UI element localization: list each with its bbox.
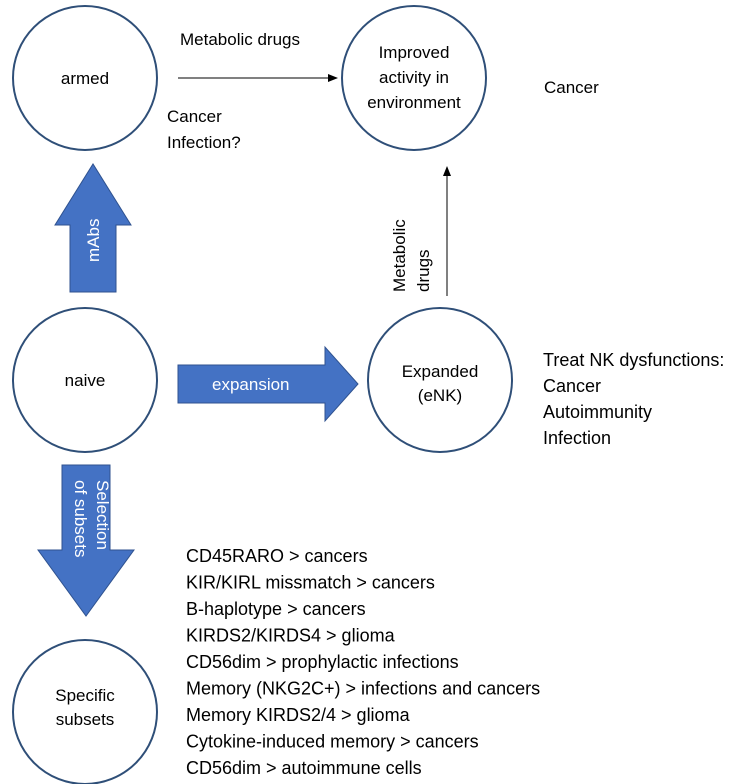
- subset-list-item: B-haplotype > cancers: [186, 599, 366, 619]
- selection-label-line2: of subsets: [71, 480, 90, 558]
- metabolic-vertical-line2: drugs: [414, 249, 433, 292]
- expanded-node: [367, 307, 513, 453]
- subset-list-item: Memory (NKG2C+) > infections and cancers: [186, 679, 540, 699]
- metabolic-drugs-top-label: Metabolic drugs: [180, 30, 300, 49]
- naive-label: naive: [65, 371, 106, 390]
- subset-list-item: CD56dim > autoimmune cells: [186, 758, 422, 778]
- subset-list-item: CD45RARO > cancers: [186, 546, 368, 566]
- expansion-label: expansion: [212, 375, 290, 394]
- treat-nk-infection: Infection: [543, 428, 611, 448]
- infection-question-label: Infection?: [167, 133, 241, 152]
- cancer-right-label: Cancer: [544, 78, 599, 97]
- armed-label: armed: [61, 69, 109, 88]
- subset-list-item: KIRDS2/KIRDS4 > glioma: [186, 626, 396, 646]
- metabolic-drugs-vertical-label: Metabolic drugs: [390, 219, 433, 292]
- naive-node: [12, 307, 158, 453]
- improved-label-line2: activity in: [379, 68, 449, 87]
- expanded-label-line2: (eNK): [418, 386, 462, 405]
- cancer-label: Cancer: [167, 107, 222, 126]
- subset-list-item: CD56dim > prophylactic infections: [186, 652, 459, 672]
- selection-label-line1: Selection: [93, 480, 112, 550]
- treat-nk-autoimmunity: Autoimmunity: [543, 402, 652, 422]
- treat-nk-heading: Treat NK dysfunctions:: [543, 350, 724, 370]
- selection-label-group: Selection of subsets: [71, 480, 112, 558]
- specific-subsets-node: [12, 639, 158, 784]
- improved-activity-node: [341, 5, 487, 151]
- subset-list-item: Cytokine-induced memory > cancers: [186, 732, 479, 752]
- mabs-block-arrow: [54, 163, 132, 293]
- selection-block-arrow: [37, 464, 135, 617]
- treat-nk-cancer: Cancer: [543, 376, 601, 396]
- expansion-block-arrow: [177, 345, 359, 423]
- armed-node: [12, 5, 158, 151]
- specific-label-line1: Specific: [55, 686, 115, 705]
- mabs-label: mAbs: [84, 219, 103, 262]
- expanded-label-line1: Expanded: [402, 362, 479, 381]
- mabs-label-group: mAbs: [84, 219, 103, 262]
- improved-label-line3: environment: [367, 93, 461, 112]
- improved-label-line1: Improved: [379, 43, 450, 62]
- metabolic-vertical-line1: Metabolic: [390, 219, 409, 292]
- specific-label-line2: subsets: [56, 710, 115, 729]
- subset-list-item: KIR/KIRL missmatch > cancers: [186, 573, 435, 593]
- subset-list-item: Memory KIRDS2/4 > glioma: [186, 705, 411, 725]
